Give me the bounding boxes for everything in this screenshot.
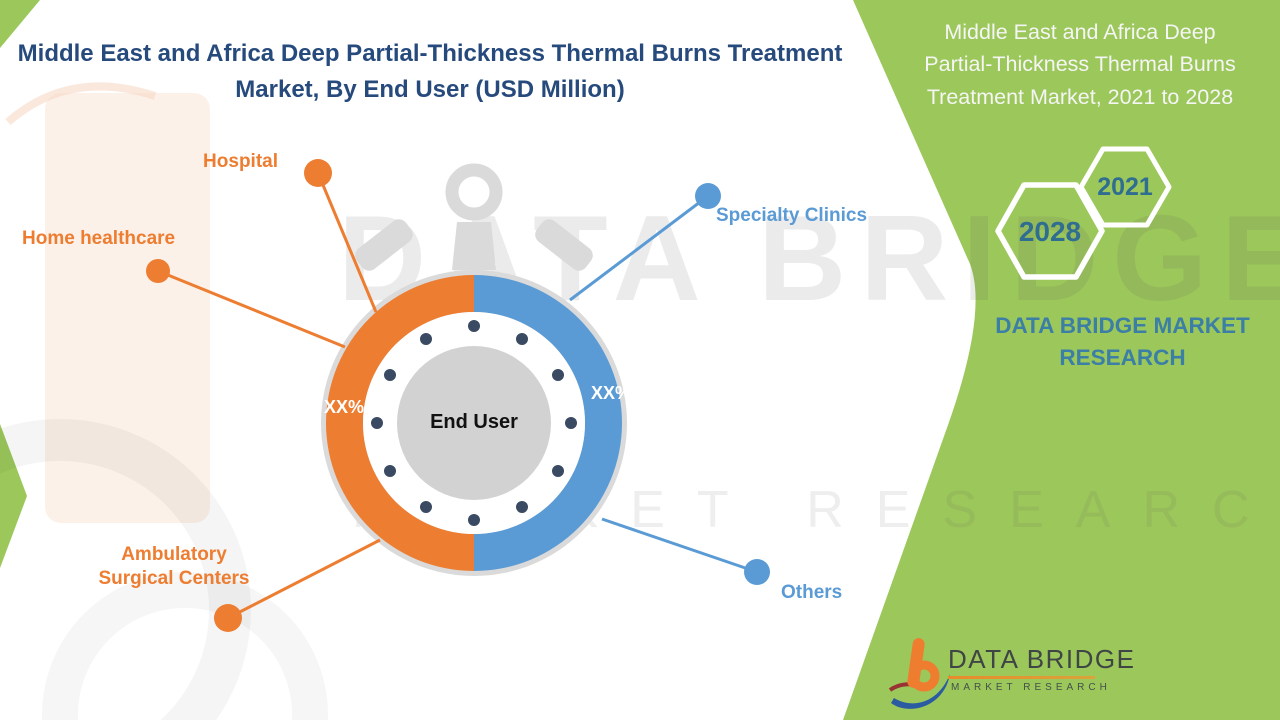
segment-label-home-healthcare: Home healthcare xyxy=(22,228,176,249)
logo-underline xyxy=(948,676,1095,679)
leader-line-hospital xyxy=(316,172,378,313)
donut-center-label: End User xyxy=(430,411,518,433)
callout-dot-hospital xyxy=(304,159,332,187)
watermark-peach-block xyxy=(45,93,210,523)
logo-company-name: DATA BRIDGE xyxy=(948,644,1136,674)
slice-value-right: XX% xyxy=(590,383,632,403)
leader-line-specialty-clinics xyxy=(569,194,709,302)
donut-slice-right-blue xyxy=(474,275,622,571)
stopwatch-ears xyxy=(355,219,593,271)
center-hub-circle xyxy=(397,346,551,500)
segment-label-specialty-clinics: Specialty Clinics xyxy=(716,205,868,226)
hexagon-year-2021: 2021 xyxy=(1097,173,1153,201)
watch-face-marker-dots xyxy=(371,320,577,526)
hexagon-2028 xyxy=(995,182,1105,280)
logo-blue-swoosh xyxy=(891,674,950,709)
chart-title: Middle East and Africa Deep Partial-Thic… xyxy=(17,40,843,103)
hexagon-2021 xyxy=(1078,146,1172,228)
segment-label-others: Others xyxy=(781,582,843,603)
green-side-panel xyxy=(843,0,1280,720)
stopwatch-right-ear xyxy=(535,219,593,271)
brand-name-text: DATA BRIDGE MARKET RESEARCH xyxy=(995,313,1250,370)
logo-b-bowl xyxy=(908,660,940,692)
corner-triangle-top-left xyxy=(0,0,40,48)
callout-dot-ambulatory xyxy=(214,604,242,632)
slice-value-left: XX% xyxy=(323,397,365,417)
segment-label-hospital: Hospital xyxy=(203,151,278,172)
logo-tagline: MARKET RESEARCH xyxy=(951,682,1111,693)
donut-slice-left-orange xyxy=(326,275,474,571)
leader-line-home-healthcare xyxy=(157,269,346,349)
stopwatch-left-ear xyxy=(355,219,413,271)
hexagon-year-2028: 2028 xyxy=(1018,216,1082,247)
stopwatch-crown-neck xyxy=(452,222,496,270)
callout-dot-home-healthcare xyxy=(146,259,170,283)
watermark-orange-arc xyxy=(5,82,157,126)
stopwatch-crown-ring xyxy=(445,163,503,221)
callout-lines xyxy=(157,172,758,620)
callout-dot-specialty-clinics xyxy=(695,183,721,209)
leader-line-ambulatory xyxy=(227,538,381,620)
callout-dot-others xyxy=(744,559,770,585)
segment-label-ambulatory-surgical-centers: Ambulatory Surgical Centers xyxy=(98,544,250,589)
leader-line-others xyxy=(601,517,758,574)
edge-triangle-left xyxy=(0,424,27,568)
data-bridge-logo-icon xyxy=(888,638,950,709)
side-panel-title: Middle East and Africa Deep Partial-Thic… xyxy=(924,20,1236,109)
